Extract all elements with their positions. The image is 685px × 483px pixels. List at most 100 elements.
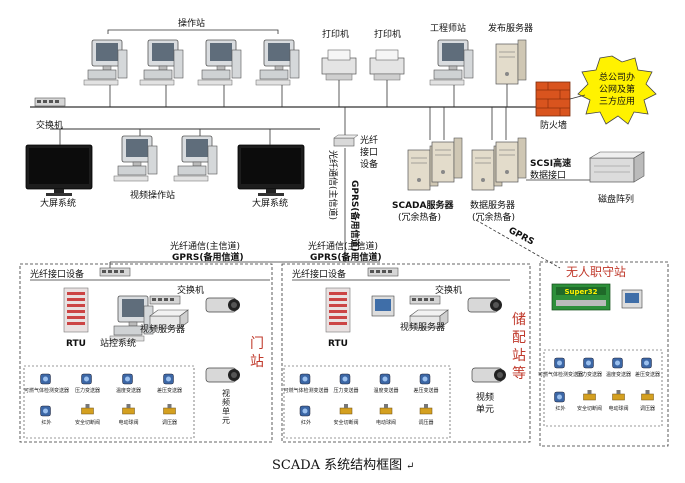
unmanned-station-box [539, 261, 669, 447]
operator-station-2 [139, 39, 184, 86]
sensor-icon [163, 373, 174, 385]
fiber-interface [333, 134, 359, 147]
sensor-icon [299, 373, 311, 385]
unmanned-sensor-group: 可燃气体检测变送器压力变送器温度变送器差压变送器红外安全切断阀电动球阀调压器 [538, 357, 660, 412]
gate-fiber-device [99, 267, 131, 277]
company-office-label-3: 三方应用 [599, 95, 635, 107]
sensor-label: 温度变送器 [373, 387, 398, 394]
sensor-label: 调压器 [640, 405, 655, 412]
sensor-label: 可燃气体检测变送器 [538, 371, 583, 378]
gate-switch [149, 295, 181, 305]
fiber-interface-label-3: 设备 [360, 158, 378, 170]
video-station-label: 视频操作站 [130, 189, 175, 201]
storage-hmi [371, 295, 395, 317]
sensor-label: 温度变送器 [116, 387, 141, 394]
publish-server [495, 39, 527, 85]
operator-stations-label: 操作站 [178, 17, 205, 29]
sensor-label: 压力变送器 [75, 387, 100, 394]
engineer-station-label: 工程师站 [430, 22, 466, 34]
sensor-label: 安全切断阀 [577, 405, 602, 412]
storage-video-unit-label: 视频 [476, 391, 494, 403]
sensor-icon [379, 373, 391, 385]
scada-server-label: SCADA服务器 [392, 199, 454, 211]
sensor-icon [299, 405, 311, 417]
sensor-icon [583, 357, 594, 369]
gate-rtu-label: RTU [66, 339, 86, 349]
sensor-icon [339, 403, 353, 415]
data-server-sub-label: (冗余热备) [472, 211, 515, 223]
sensor-label: 差压变送器 [413, 387, 438, 394]
big-screen-left-label: 大屏系统 [40, 197, 76, 209]
storage-video-server-label: 视频服务器 [400, 321, 445, 333]
printer-1-label: 打印机 [322, 28, 349, 40]
gprs-backup-mid-label: GPRS(备用信道) [310, 251, 382, 263]
sensor-label: 调压器 [162, 419, 177, 426]
storage-sensor-box [283, 365, 451, 439]
gate-station-title: 门站 [250, 336, 264, 370]
fiber-interface-label-2: 接口 [360, 146, 378, 158]
diagram-caption: SCADA 系统结构框图 [272, 458, 402, 473]
disk-array-label: 磁盘阵列 [598, 193, 634, 205]
sensor-label: 可燃气体检测变送器 [24, 387, 69, 394]
sensor-icon [122, 373, 133, 385]
sensor-icon [612, 389, 625, 401]
storage-station-title: 储配站等 [512, 312, 526, 382]
publish-server-label: 发布服务器 [488, 22, 533, 34]
printer-1 [321, 49, 357, 81]
sensor-icon [612, 357, 623, 369]
big-screen-left [25, 144, 93, 197]
sensor-icon [554, 357, 565, 369]
scada-server-sub-label: (冗余热备) [398, 211, 441, 223]
sensor-icon [419, 373, 431, 385]
video-station-1 [113, 135, 158, 182]
fiber-main-left-label: 光纤通信(主信道) [170, 240, 240, 252]
sensor-icon [40, 373, 51, 385]
unmanned-hmi [621, 289, 643, 309]
sensor-icon [641, 389, 654, 401]
sensor-icon [641, 357, 652, 369]
gprs-diagonal-label: GPRS [507, 226, 536, 248]
super32-device: Super32 [551, 283, 611, 311]
storage-rtu-label: RTU [328, 339, 348, 349]
sensor-label: 差压变送器 [635, 371, 660, 378]
gate-control-system-label: 站控系统 [100, 337, 136, 349]
sensor-label: 电动球阀 [608, 405, 628, 412]
gate-sensor-box [23, 365, 195, 439]
disk-array [588, 151, 646, 183]
engineer-station [429, 39, 474, 86]
sensor-label: 红外 [41, 419, 51, 426]
sensor-label: 差压变送器 [157, 387, 182, 394]
unmanned-station-title: 无人职守站 [566, 265, 626, 279]
storage-station-box [281, 263, 531, 443]
gate-rtu [63, 287, 89, 333]
scada-server-2 [431, 137, 463, 183]
unmanned-sensor-box [543, 349, 663, 427]
operator-station-4 [255, 39, 300, 86]
gate-camera-2 [205, 367, 241, 383]
video-station-2 [173, 135, 218, 182]
fiber-main-vertical-label: 光纤通信(主信道) [327, 150, 339, 220]
operator-bracket [107, 29, 279, 34]
operator-station-1 [83, 39, 128, 86]
storage-fiber-device [367, 267, 399, 277]
sensor-icon [163, 403, 176, 415]
sensor-label: 安全切断阀 [75, 419, 100, 426]
sensor-icon [583, 389, 596, 401]
storage-fiber-device-label: 光纤接口设备 [292, 268, 346, 280]
storage-sensor-group: 可燃气体检测变送器压力变送器温度变送器差压变送器红外安全切断阀电动球阀调压器 [283, 373, 439, 426]
sensor-label: 温度变送器 [606, 371, 631, 378]
gprs-backup-left-label: GPRS(备用信道) [172, 251, 244, 263]
company-office-label-2: 公网及第 [599, 83, 635, 95]
gate-sensor-group: 可燃气体检测变送器压力变送器温度变送器差压变送器红外安全切断阀电动球阀调压器 [24, 373, 182, 426]
sensor-icon [379, 403, 393, 415]
sensor-label: 红外 [301, 419, 311, 426]
gate-station-box [19, 263, 273, 443]
gate-camera-1 [205, 297, 241, 313]
firewall-icon [535, 81, 571, 117]
storage-camera-1 [467, 297, 503, 313]
storage-video-unit-label-2: 单元 [476, 403, 494, 415]
sensor-icon [339, 373, 351, 385]
sensor-icon [40, 405, 51, 417]
